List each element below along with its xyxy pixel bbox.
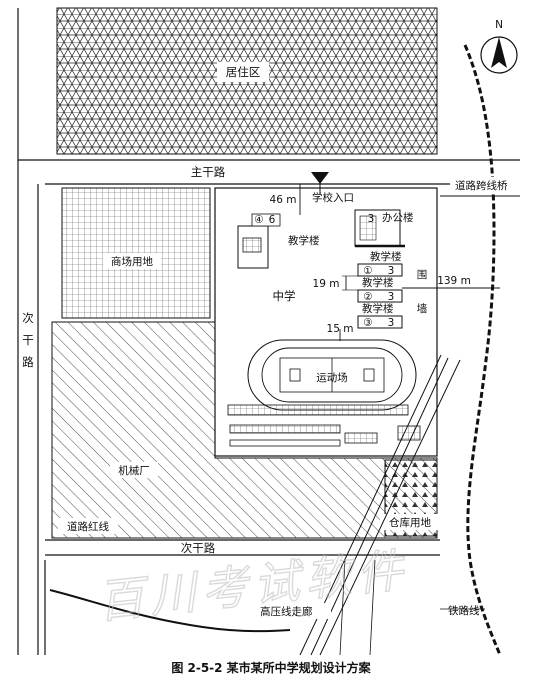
entrance-marker-icon (311, 172, 329, 184)
teaching-building-1 (357, 263, 403, 277)
factory-label: 机械厂 (118, 464, 150, 477)
north-arrow-icon (480, 36, 518, 74)
school-boundary (214, 187, 438, 457)
commercial-area (61, 187, 211, 319)
red-line-label: 道路红线 (67, 520, 109, 533)
dim-46: 46 m (270, 194, 297, 206)
teaching-label-1: 教学楼 (370, 250, 402, 263)
north-label: N (495, 19, 503, 31)
teaching-building-3 (357, 315, 403, 329)
school-label: 中学 (273, 289, 296, 303)
secondary-road-v-char1: 次 (22, 311, 34, 325)
office-label: 办公楼 (382, 211, 414, 224)
teaching-building-2 (357, 289, 403, 303)
bldg1-floors: 3 (388, 265, 395, 277)
dim-139: 139 m (437, 275, 471, 287)
bldg4-floors: 6 (269, 214, 276, 226)
figure-caption: 图 2-5-2 某市某所中学规划设计方案 (171, 660, 371, 675)
sports-field-label: 运动场 (316, 371, 348, 384)
bldg2-floors: 3 (388, 291, 395, 303)
residential-label: 居住区 (226, 65, 261, 79)
office-floors: 3 (368, 213, 375, 225)
dim-19: 19 m (313, 278, 340, 290)
bldg2-number: ② (363, 291, 372, 303)
commercial-label: 商场用地 (111, 255, 153, 268)
railway-label: 铁路线 (448, 604, 480, 617)
bldg1-number: ① (363, 265, 372, 277)
secondary-road-h-label: 次干路 (181, 541, 216, 555)
bldg3-floors: 3 (388, 317, 395, 329)
warehouse-label: 仓库用地 (389, 516, 431, 529)
main-road-label: 主干路 (191, 165, 226, 179)
wall-char2: 墙 (417, 302, 428, 315)
teaching-label-2: 教学楼 (362, 276, 394, 289)
hv-corridor-label: 高压线走廊 (260, 605, 313, 618)
teaching-building-left-label: 教学楼 (288, 234, 320, 247)
secondary-road-v-char3: 路 (22, 355, 34, 369)
secondary-road-v-char2: 干 (22, 333, 34, 347)
bldg3-number: ③ (363, 317, 372, 329)
dim-15: 15 m (327, 323, 354, 335)
bldg4-number: ④ (254, 214, 263, 226)
entrance-label: 学校入口 (312, 191, 354, 204)
overpass-label: 道路跨线桥 (455, 179, 508, 192)
wall-char1: 围 (417, 269, 428, 281)
teaching-label-3: 教学楼 (362, 302, 394, 315)
railway-line (463, 44, 502, 656)
